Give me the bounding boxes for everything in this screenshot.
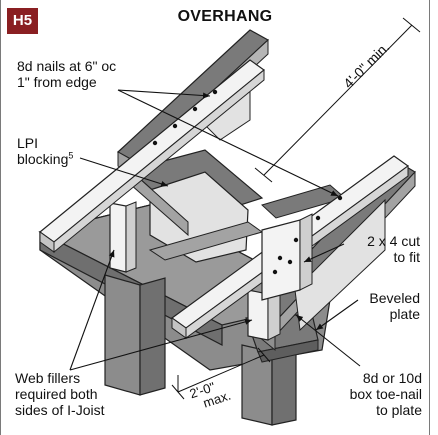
label-web-fillers: Web fillers required both sides of I-Joi… [15,370,104,418]
frame-left-border [0,0,1,435]
figure-badge: H5 [7,8,38,34]
label-beveled-line1: Beveled [369,290,420,306]
figure-title: OVERHANG [177,8,273,25]
label-nails: 8d nails at 6" oc 1" from edge [17,58,116,90]
web-filler-right [247,287,281,341]
label-toenail-line2: box toe-nail [349,386,422,402]
dimension-4ft [254,17,421,183]
label-beveled-line2: plate [389,306,420,322]
web-filler-left [109,201,137,273]
label-2x4-cut: 2 x 4 cut to fit [320,233,420,265]
label-lpi-blocking: LPI blocking5 [17,135,73,167]
label-lpi-line1: LPI [17,135,39,151]
label-lpi-footnote: 5 [68,150,74,161]
label-nails-line1: 8d nails at 6" oc [17,58,117,74]
nail-dots [152,89,343,275]
support-post-left [104,274,166,396]
label-toe-nail: 8d or 10d box toe-nail to plate [318,370,422,418]
label-web-line3: sides of I-Joist [15,402,105,418]
label-cut-line2: to fit [393,249,420,265]
two-by-four-cut-block [261,213,313,301]
label-toenail-line3: to plate [376,402,422,418]
label-toenail-line1: 8d or 10d [362,370,422,386]
label-web-line1: Web fillers [15,370,81,386]
label-web-line2: required both [15,386,98,402]
lpi-blocking [128,149,264,263]
label-beveled-plate: Beveled plate [340,290,420,322]
label-nails-line2: 1" from edge [17,74,97,90]
frame-right-border [429,0,430,435]
dimension-2ft [171,347,271,400]
label-lpi-line2: blocking [17,151,69,167]
leader-lines [69,89,361,371]
label-cut-line1: 2 x 4 cut [367,233,420,249]
two-by-four-upper [39,59,265,254]
